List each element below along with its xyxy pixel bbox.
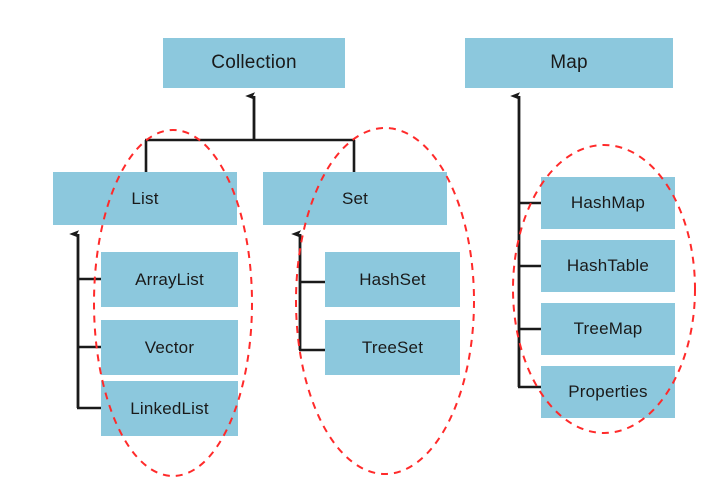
node-collection-label: Collection xyxy=(211,52,297,73)
map-implementation-connectors xyxy=(518,96,541,389)
node-hashtable-label: HashTable xyxy=(566,256,650,275)
node-map[interactable]: Map xyxy=(465,38,673,88)
node-treemap[interactable]: TreeMap xyxy=(541,303,675,355)
node-hashtable[interactable]: HashTable xyxy=(541,240,675,292)
node-hashmap[interactable]: HashMap xyxy=(541,177,675,229)
node-treemap-label: TreeMap xyxy=(573,319,643,338)
node-linkedlist[interactable]: LinkedList xyxy=(101,381,238,436)
list-implementation-connectors xyxy=(77,234,101,410)
set-implementation-connectors xyxy=(299,234,325,352)
node-set-label: Set xyxy=(341,188,369,208)
node-properties[interactable]: Properties xyxy=(541,366,675,418)
node-treeset-label: TreeSet xyxy=(361,337,424,357)
collection-branch-connectors xyxy=(144,96,356,172)
node-hashset-label: HashSet xyxy=(359,269,426,289)
node-properties-label: Properties xyxy=(568,382,648,401)
node-linkedlist-label: LinkedList xyxy=(130,398,209,418)
node-treeset[interactable]: TreeSet xyxy=(325,320,460,375)
node-vector-label: Vector xyxy=(144,337,195,357)
node-collection[interactable]: Collection xyxy=(163,38,345,88)
node-arraylist[interactable]: ArrayList xyxy=(101,252,238,307)
node-set[interactable]: Set xyxy=(263,172,447,225)
node-list-label: List xyxy=(131,188,159,208)
node-vector[interactable]: Vector xyxy=(101,320,238,375)
node-hashset[interactable]: HashSet xyxy=(325,252,460,307)
node-arraylist-label: ArrayList xyxy=(135,269,204,289)
node-list[interactable]: List xyxy=(53,172,237,225)
node-map-label: Map xyxy=(550,52,588,73)
node-hashmap-label: HashMap xyxy=(570,193,646,212)
